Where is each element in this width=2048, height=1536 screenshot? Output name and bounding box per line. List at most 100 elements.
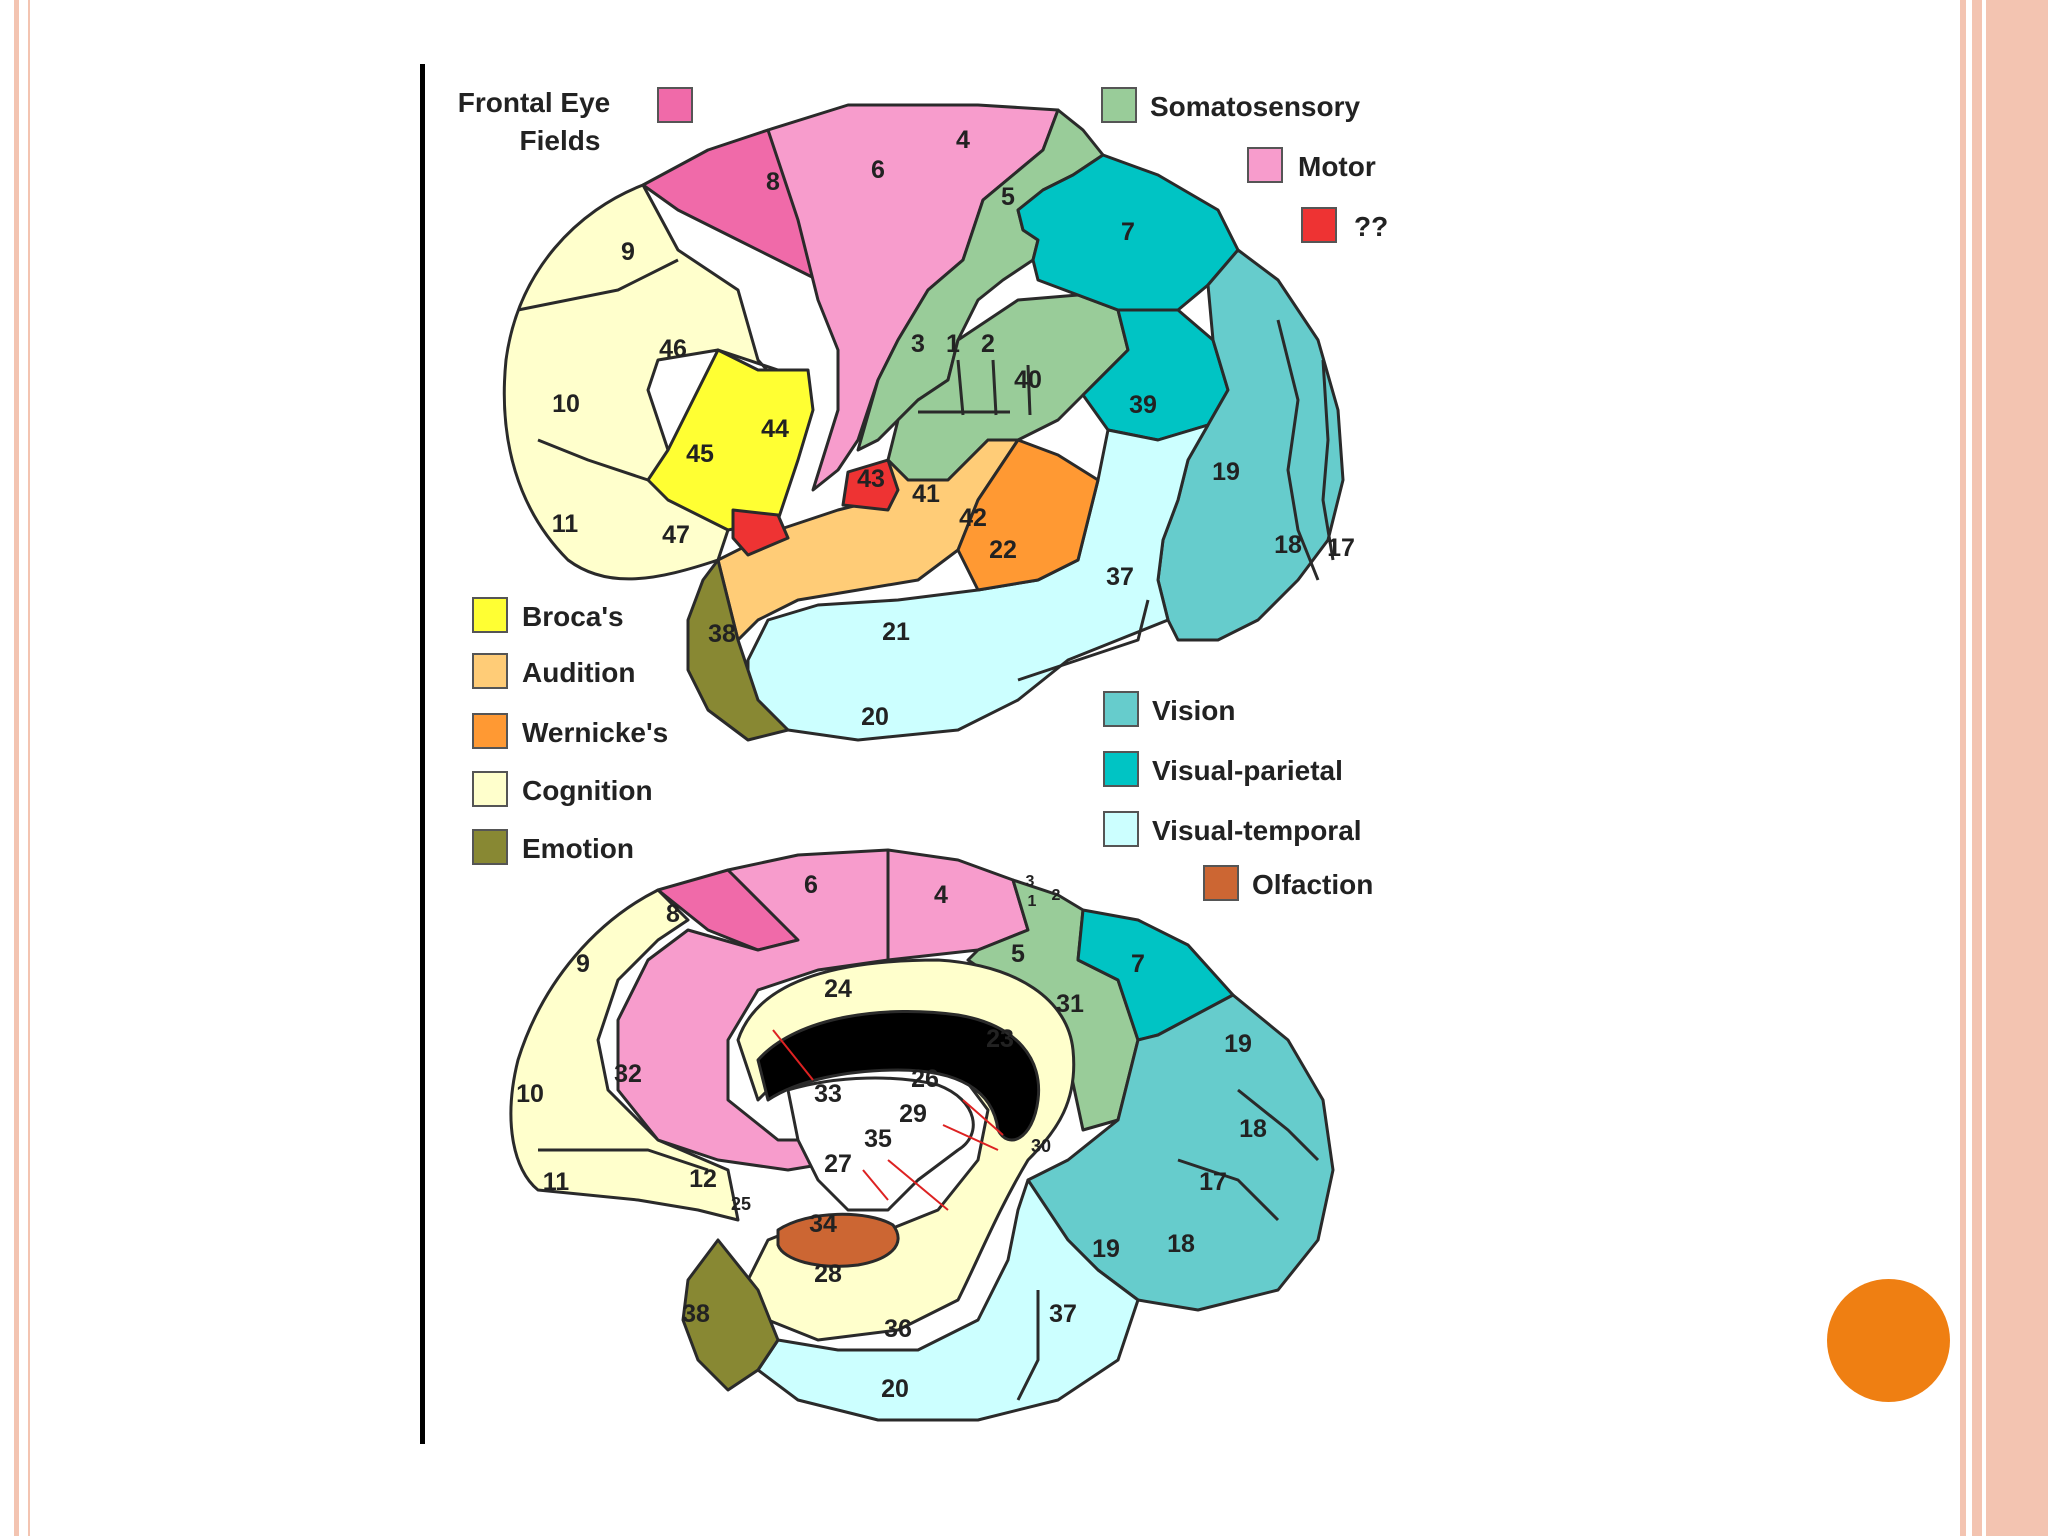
boundary-line bbox=[1016, 1290, 1040, 1401]
area-label: 4 bbox=[934, 881, 948, 909]
pointer-line bbox=[942, 1124, 999, 1151]
area-label: 8 bbox=[666, 900, 680, 928]
area-label: 37 bbox=[1049, 1300, 1077, 1328]
boundary-line bbox=[538, 1148, 709, 1172]
area-label: 46 bbox=[659, 335, 687, 363]
legend-label-visual-temporal: Visual-temporal bbox=[1152, 815, 1362, 846]
area-label: 30 bbox=[1031, 1136, 1051, 1156]
area-label: 3 bbox=[911, 330, 925, 358]
area-label: 47 bbox=[662, 521, 690, 549]
legend-label-somatosensory: Somatosensory bbox=[1150, 91, 1360, 122]
pointer-line bbox=[862, 1169, 889, 1201]
region-visual-temporal-medial bbox=[756, 1178, 1140, 1422]
area-label: 21 bbox=[882, 618, 910, 646]
area-label: 7 bbox=[1131, 950, 1145, 978]
area-label: 28 bbox=[814, 1260, 842, 1288]
area-label: 7 bbox=[1121, 218, 1135, 246]
area-label: 11 bbox=[552, 510, 579, 538]
legend-label-cognition: Cognition bbox=[522, 775, 653, 806]
area-label: 18 bbox=[1274, 531, 1302, 559]
pointer-line bbox=[887, 1159, 949, 1211]
legend-swatch-unknown bbox=[1301, 207, 1337, 243]
legend-swatch-visual-temporal bbox=[1103, 811, 1139, 847]
legend-label-visual-parietal: Visual-parietal bbox=[1152, 755, 1343, 786]
legend-label-frontal-eye-fields-2: Fields bbox=[520, 125, 601, 156]
area-label: 10 bbox=[516, 1080, 544, 1108]
area-label: 22 bbox=[989, 536, 1017, 564]
area-label: 43 bbox=[857, 465, 885, 493]
area-label: 38 bbox=[708, 620, 736, 648]
legend-swatch-audition bbox=[472, 653, 508, 689]
area-label: 32 bbox=[614, 1060, 642, 1088]
area-label: 11 bbox=[543, 1168, 570, 1196]
legend-label-olfaction: Olfaction bbox=[1252, 869, 1373, 900]
slide-frame-right-gap bbox=[1982, 0, 1986, 1536]
area-label: 17 bbox=[1327, 534, 1355, 562]
legend-label-unknown: ?? bbox=[1354, 211, 1388, 242]
area-label: 34 bbox=[809, 1210, 837, 1238]
boundary-line bbox=[1321, 359, 1335, 561]
area-label: 9 bbox=[576, 950, 590, 978]
area-label: 3 bbox=[1026, 873, 1035, 890]
legend-swatch-cognition bbox=[472, 771, 508, 807]
area-label: 24 bbox=[824, 975, 852, 1003]
area-label: 42 bbox=[959, 504, 987, 532]
area-label: 19 bbox=[1092, 1235, 1120, 1263]
legend-label-emotion: Emotion bbox=[522, 833, 634, 864]
region-unknown-small bbox=[731, 508, 790, 557]
area-label: 38 bbox=[682, 1300, 710, 1328]
area-label: 31 bbox=[1056, 990, 1084, 1018]
legend-label-vision: Vision bbox=[1152, 695, 1236, 726]
vertical-divider bbox=[420, 64, 425, 1444]
area-label: 20 bbox=[861, 703, 889, 731]
area-label: 12 bbox=[689, 1165, 717, 1193]
legend-swatch-wernickes bbox=[472, 713, 508, 749]
slide-frame-left bbox=[14, 0, 19, 1536]
legend-swatch-vision bbox=[1103, 691, 1139, 727]
region-brocas bbox=[646, 348, 815, 532]
boundary-line bbox=[1237, 1088, 1320, 1162]
slide-frame-right-band bbox=[1986, 0, 2048, 1536]
region-cognition-medial bbox=[509, 888, 740, 1222]
area-label: 6 bbox=[804, 871, 818, 899]
slide-frame-left-line bbox=[28, 0, 30, 1536]
area-label: 1 bbox=[1028, 893, 1037, 910]
area-label: 37 bbox=[1106, 563, 1134, 591]
legend-swatch-motor bbox=[1247, 147, 1283, 183]
area-label: 19 bbox=[1212, 458, 1240, 486]
area-label: 4 bbox=[956, 126, 970, 154]
legend-label-frontal-eye-fields: Frontal Eye bbox=[458, 87, 610, 118]
area-label: 17 bbox=[1199, 1168, 1227, 1196]
boundary-line bbox=[537, 438, 649, 482]
boundary-line bbox=[956, 359, 1032, 416]
area-label: 26 bbox=[911, 1065, 939, 1093]
boundary-line bbox=[1177, 1158, 1280, 1222]
boundary-line bbox=[1276, 319, 1320, 581]
area-label: 29 bbox=[899, 1100, 927, 1128]
boundary-line bbox=[1017, 599, 1150, 682]
legend-label-wernickes: Wernicke's bbox=[522, 717, 668, 748]
region-corpus-callosum bbox=[756, 1010, 1041, 1142]
area-label: 18 bbox=[1167, 1230, 1195, 1258]
legend-swatch-frontal-eye-fields bbox=[657, 87, 693, 123]
area-label: 10 bbox=[552, 390, 580, 418]
legend-label-motor: Motor bbox=[1298, 151, 1376, 182]
area-label: 9 bbox=[621, 238, 635, 266]
area-label: 5 bbox=[1001, 183, 1015, 211]
medial-area-labels: 6 4 3 1 2 8 5 7 9 24 31 23 19 32 26 33 1… bbox=[516, 871, 1267, 1403]
area-label: 19 bbox=[1224, 1030, 1252, 1058]
legend-label-audition: Audition bbox=[522, 657, 636, 688]
area-label: 23 bbox=[986, 1025, 1014, 1053]
pointer-line bbox=[772, 1029, 814, 1081]
area-label: 40 bbox=[1014, 366, 1042, 394]
accent-circle bbox=[1827, 1279, 1950, 1402]
legend-swatch-somatosensory bbox=[1101, 87, 1137, 123]
area-label: 39 bbox=[1129, 391, 1157, 419]
area-label: 2 bbox=[1052, 887, 1061, 904]
area-label: 18 bbox=[1239, 1115, 1267, 1143]
legend-label-brocas: Broca's bbox=[522, 601, 624, 632]
area-label: 27 bbox=[824, 1150, 852, 1178]
area-label: 8 bbox=[766, 168, 780, 196]
area-label: 1 bbox=[946, 330, 960, 358]
region-ventricle bbox=[786, 1076, 975, 1212]
